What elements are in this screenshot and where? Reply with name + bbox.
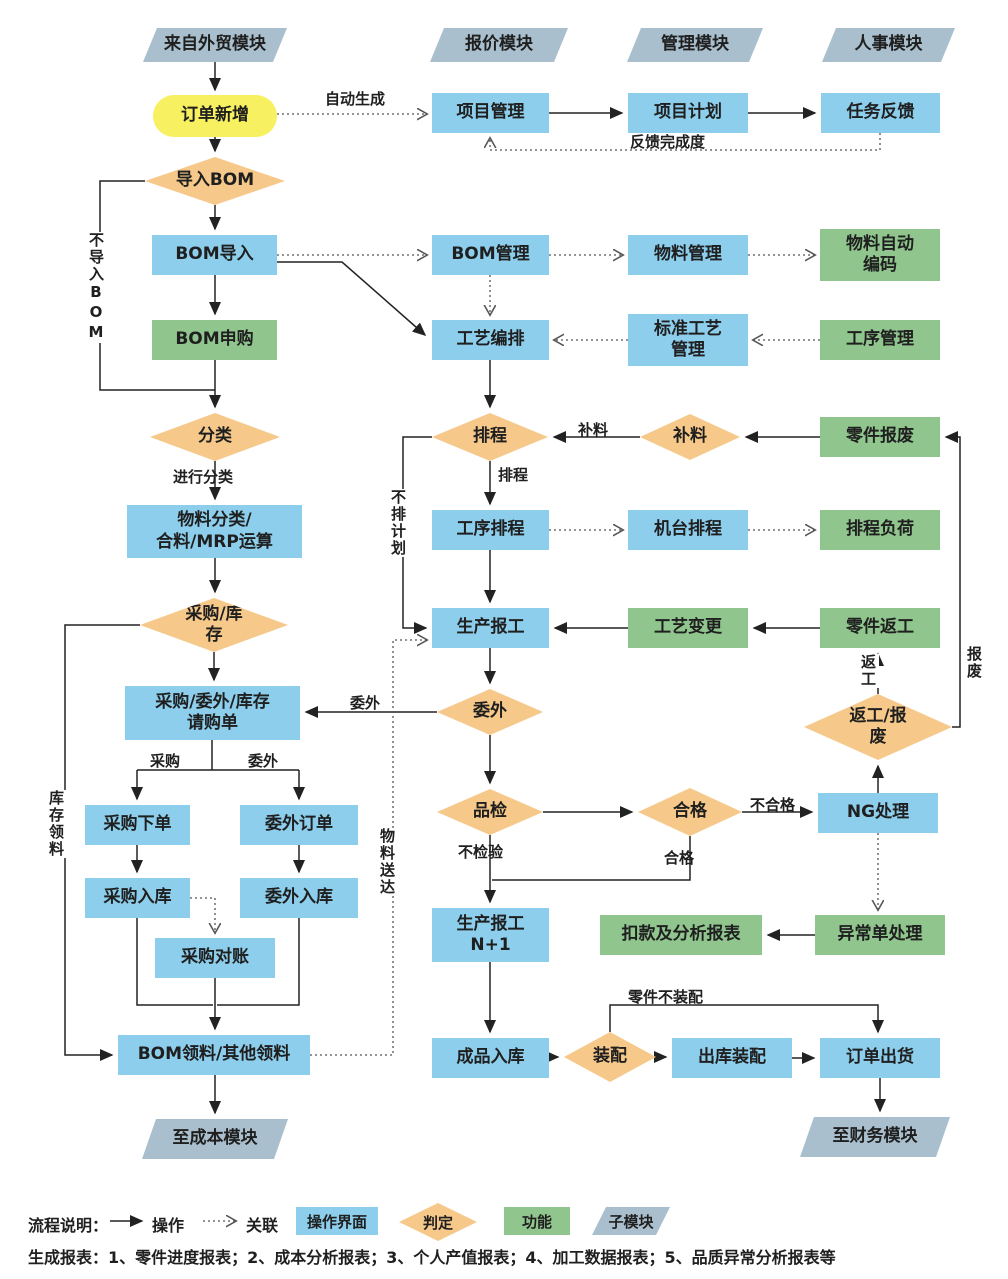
edge-label-no-import-bom: 不导入BOM (86, 232, 107, 343)
node-outbound-assembly: 出库装配 (672, 1038, 792, 1078)
node-material-autocode: 物料自动 编码 (820, 229, 940, 281)
node-deduction-report: 扣款及分析报表 (600, 915, 762, 955)
edge-label-feedback-completion: 反馈完成度 (630, 133, 706, 151)
node-purchase-in: 采购入库 (85, 878, 190, 918)
legend-function-sample: 功能 (504, 1207, 570, 1235)
module-manage: 管理模块 (627, 28, 763, 62)
node-process-arrange: 工艺编排 (432, 320, 549, 360)
node-bom-import: BOM导入 (152, 235, 277, 275)
node-purchase-order: 采购下单 (85, 805, 190, 845)
edge-label-outsource: 委外 (248, 752, 279, 770)
edge-label-purchase: 采购 (150, 752, 181, 770)
node-production-report: 生产报工 (432, 608, 549, 648)
edge-label-do-classify: 进行分类 (173, 468, 234, 486)
node-order-new: 订单新增 (153, 95, 277, 137)
legend-operation-label: 操作 (152, 1216, 185, 1235)
legend-submodule-sample: 子模块 (592, 1207, 670, 1235)
node-finished-in: 成品入库 (432, 1038, 549, 1078)
edge-label-no-inspect: 不检验 (458, 843, 504, 861)
node-bom-mgmt: BOM管理 (432, 235, 549, 275)
edge-label-not-qualified: 不合格 (750, 796, 796, 814)
edge-label-auto-generate: 自动生成 (325, 90, 386, 108)
edge-label-schedule: 排程 (498, 466, 529, 484)
report-list-footnote: 生成报表：1、零件进度报表；2、成本分析报表；3、个人产值报表；4、加工数据报表… (28, 1248, 836, 1267)
node-part-rework: 零件返工 (820, 608, 940, 648)
edge-label-qualified: 合格 (664, 849, 695, 867)
node-purchase-req: 采购/委外/库存 请购单 (125, 686, 300, 740)
node-outsource-in: 委外入库 (240, 878, 358, 918)
edge-label-parts-no-assembly: 零件不装配 (628, 988, 704, 1006)
solid-operation-edges (64, 62, 961, 1227)
node-machine-schedule: 机台排程 (628, 510, 748, 550)
node-abnormal-handle: 异常单处理 (815, 915, 945, 955)
edge-label-outsource-send: 委外 (350, 694, 381, 712)
module-hr: 人事模块 (822, 28, 955, 62)
node-std-process: 标准工艺 管理 (628, 314, 748, 366)
node-material-mgmt: 物料管理 (628, 235, 748, 275)
node-bom-pick: BOM领料/其他领料 (118, 1035, 310, 1075)
node-purchase-reconcile: 采购对账 (155, 938, 275, 978)
edge-label-material-arrive: 物料送达 (377, 828, 398, 896)
legend-prefix: 流程说明： (28, 1216, 109, 1235)
module-quote: 报价模块 (430, 28, 568, 62)
module-cost: 至成本模块 (142, 1119, 288, 1159)
node-part-scrap: 零件报废 (820, 417, 940, 457)
node-bom-requisition: BOM申购 (152, 320, 277, 360)
node-process-op-mgmt: 工序管理 (820, 320, 940, 360)
legend-association-label: 关联 (246, 1216, 279, 1235)
node-task-feedback: 任务反馈 (821, 93, 940, 133)
node-outsource-order: 委外订单 (240, 805, 358, 845)
node-ng-handle: NG处理 (818, 793, 938, 833)
edge-label-replenish: 补料 (578, 421, 609, 439)
edge-label-rework: 返工 (858, 654, 879, 688)
module-trade: 来自外贸模块 (143, 28, 287, 62)
edge-label-stock-pick: 库存领料 (46, 790, 67, 858)
edge-label-no-schedule: 不排计划 (388, 489, 409, 557)
module-finance: 至财务模块 (800, 1117, 950, 1157)
node-project-plan: 项目计划 (628, 93, 748, 133)
node-project-mgmt: 项目管理 (432, 93, 549, 133)
node-order-ship: 订单出货 (820, 1038, 940, 1078)
legend-operation-ui-sample: 操作界面 (296, 1207, 378, 1235)
node-schedule-load: 排程负荷 (820, 510, 940, 550)
node-process-change: 工艺变更 (628, 608, 748, 648)
node-material-classify: 物料分类/ 合料/MRP运算 (127, 505, 302, 558)
node-production-report-n1: 生产报工 N+1 (432, 908, 549, 962)
edge-label-scrap: 报废 (964, 646, 985, 680)
node-process-schedule: 工序排程 (432, 510, 549, 550)
